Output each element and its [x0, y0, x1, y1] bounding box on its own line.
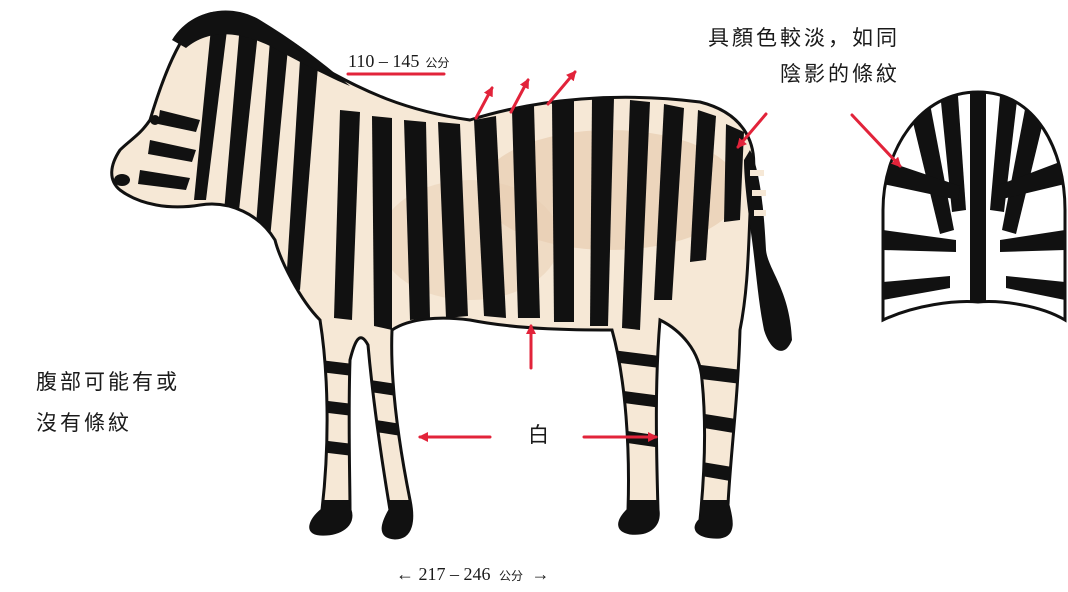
back-arrow-2 [511, 80, 528, 112]
belly-note-line1: 腹部可能有或 [36, 370, 180, 394]
back-arrow-3 [548, 72, 575, 104]
shadow-stripes-note-line2: 陰影的條紋 [708, 64, 900, 85]
belly-note-line2: 沒有條紋 [36, 413, 180, 434]
legs-white-label: 白 [528, 425, 549, 446]
belly-stripes-note: 腹部可能有或 沒有條紋 [36, 372, 180, 434]
shadow-stripes-note-line1: 具顏色較淡，如同 [708, 26, 900, 50]
rump-arrow [852, 115, 900, 166]
body-length-unit: 公分 [499, 569, 523, 583]
length-arrow-right: → [532, 564, 550, 584]
length-arrow-left: ← [396, 564, 414, 584]
body-length-label: ← 217 – 246 公分 → [396, 565, 550, 583]
shadow-stripes-note: 具顏色較淡，如同 陰影的條紋 [708, 28, 900, 85]
shoulder-height-value: 110 – 145 [348, 51, 419, 71]
body-length-value: 217 – 246 [419, 564, 491, 584]
back-arrow-1 [476, 88, 492, 118]
shoulder-height-label: 110 – 145 公分 [348, 52, 449, 70]
shoulder-height-unit: 公分 [425, 56, 449, 70]
flank-arrow [738, 114, 766, 147]
